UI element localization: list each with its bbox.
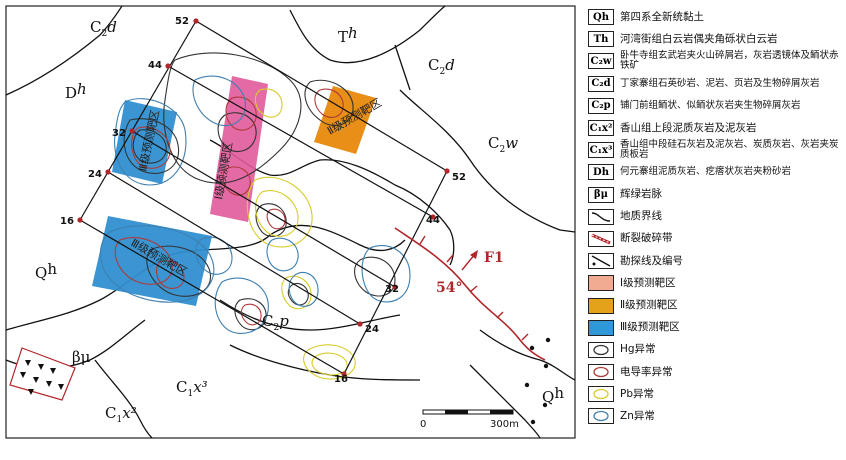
unit-label-c2p: C2p: [262, 312, 289, 333]
fault-dots: [524, 337, 551, 425]
unit-label-diabase: βμ: [72, 348, 91, 366]
legend-text: 断裂破碎带: [620, 232, 673, 245]
scale-bar: 0 300m: [420, 409, 519, 430]
legend-row: C₁x³ 香山组中段硅石灰岩及泥灰岩、炭质灰岩、灰岩夹炭质板岩: [588, 139, 844, 161]
legend-row: 电导率异常: [588, 361, 844, 383]
anomaly-contours: [99, 52, 411, 380]
line-number-32-top: 32: [112, 128, 126, 139]
line-number-24-top: 24: [88, 169, 102, 180]
legend-text: Ⅲ级预测靶区: [620, 321, 680, 334]
fault-dip: 54°: [436, 280, 462, 296]
legend-text: 何元寨组泥质灰岩、疙瘩状灰岩夹粉砂岩: [620, 166, 792, 178]
legend-swatch: C₂p: [588, 97, 614, 114]
legend-text: 第四系全新统黏土: [620, 10, 704, 23]
legend-row: Ⅱ级预测靶区: [588, 294, 844, 316]
legend-text: Ⅱ级预测靶区: [620, 299, 678, 312]
legend-swatch: Qh: [588, 9, 614, 26]
line-number-16-top: 16: [60, 216, 74, 227]
line-number-44-bottom: 44: [426, 215, 440, 226]
rock-unit-labels: C2d Th C2d Dh C2w Qh C2p βμ C1x³ C1x² Qh: [35, 18, 564, 425]
unit-label-c2d-nw: C2d: [90, 18, 117, 39]
legend-text: 河湾街组白云岩偶夹角砾状白云岩: [620, 32, 778, 45]
legend-swatch: [588, 364, 614, 381]
legend-row: C₁x² 香山组上段泥质灰岩及泥灰岩: [588, 117, 844, 139]
diabase-dyke: [9, 347, 76, 401]
legend-text: 辉绿岩脉: [620, 188, 662, 201]
zone-grade2-target: [314, 86, 376, 154]
legend-text: 地质界线: [620, 210, 662, 223]
legend-swatch: [588, 297, 614, 314]
legend-row: Th 河湾街组白云岩偶夹角砾状白云岩: [588, 28, 844, 50]
legend-swatch: Th: [588, 31, 614, 48]
unit-label-c1x3: C1x³: [176, 378, 208, 399]
line-number-52-top: 52: [175, 16, 189, 27]
legend-row: Ⅰ级预测靶区: [588, 272, 844, 294]
map-legend: Qh 第四系全新统黏土 Th 河湾街组白云岩偶夹角砾状白云岩 C₂w 卧牛寺组玄武岩夹火山…: [588, 6, 844, 428]
map-frame: [5, 5, 576, 439]
scale-end: 300m: [490, 419, 519, 430]
legend-text: 香山组中段硅石灰岩及泥灰岩、炭质灰岩、灰岩夹炭质板岩: [620, 139, 839, 161]
legend-row: βμ 辉绿岩脉: [588, 184, 844, 206]
legend-swatch: [588, 386, 614, 403]
exploration-lines: [79, 20, 448, 375]
legend-swatch: βμ: [588, 186, 614, 203]
legend-text: 电导率异常: [620, 365, 673, 378]
unit-label-th: Th: [338, 24, 358, 46]
legend-swatch: [588, 253, 614, 270]
fault-f1: F1 54°: [394, 227, 546, 361]
legend-text: Hg异常: [620, 343, 656, 356]
unit-label-qh-west: Qh: [35, 260, 57, 282]
legend-swatch: C₂d: [588, 75, 614, 92]
zone-grade3-target-north: [112, 100, 177, 184]
fault-name: F1: [484, 250, 504, 266]
line-number-16-bottom: 16: [334, 374, 348, 385]
legend-text: 勘探线及编号: [620, 254, 683, 267]
legend-swatch: Dh: [588, 164, 614, 181]
legend-swatch: C₁x²: [588, 120, 614, 137]
legend-swatch: [588, 341, 614, 358]
line-number-44-top: 44: [148, 60, 162, 71]
scale-start: 0: [420, 419, 426, 430]
legend-swatch: C₂w: [588, 53, 614, 70]
line-number-32-bottom: 32: [385, 284, 399, 295]
legend-row: C₂p 铺门前组鲕状、似鲕状灰岩夹生物碎屑灰岩: [588, 95, 844, 117]
legend-swatch: C₁x³: [588, 142, 614, 159]
geologic-boundaries: [5, 5, 576, 439]
legend-swatch: [588, 230, 614, 247]
unit-label-c1x2: C1x²: [105, 404, 137, 425]
legend-row: C₂d 丁家寨组石英砂岩、泥岩、页岩及生物碎屑灰岩: [588, 73, 844, 95]
legend-row: Dh 何元寨组泥质灰岩、疙瘩状灰岩夹粉砂岩: [588, 161, 844, 183]
legend-text: 丁家寨组石英砂岩、泥岩、页岩及生物碎屑灰岩: [620, 77, 820, 89]
legend-swatch: [588, 208, 614, 225]
legend-row: Hg异常: [588, 339, 844, 361]
legend-text: Pb异常: [620, 387, 654, 400]
legend-text: 香山组上段泥质灰岩及泥灰岩: [620, 121, 757, 134]
legend-swatch: [588, 275, 614, 292]
legend-row: C₂w 卧牛寺组玄武岩夹火山碎屑岩，灰岩透镜体及鲕状赤铁矿: [588, 50, 844, 72]
unit-label-c2d-ne: C2d: [428, 56, 455, 77]
unit-label-qh-east: Qh: [542, 384, 564, 406]
legend-row: Pb异常: [588, 383, 844, 405]
legend-text: Zn异常: [620, 409, 655, 422]
legend-text: Ⅰ级预测靶区: [620, 276, 676, 289]
legend-row: 地质界线: [588, 206, 844, 228]
legend-row: Zn异常: [588, 405, 844, 427]
legend-row: Ⅲ级预测靶区: [588, 317, 844, 339]
legend-text: 卧牛寺组玄武岩夹火山碎屑岩，灰岩透镜体及鲕状赤铁矿: [620, 50, 839, 72]
line-number-24-bottom: 24: [365, 324, 379, 335]
legend-row: Qh 第四系全新统黏土: [588, 6, 844, 28]
legend-text: 铺门前组鲕状、似鲕状灰岩夹生物碎屑灰岩: [620, 99, 801, 111]
legend-row: 勘探线及编号: [588, 250, 844, 272]
line-endpoints: [77, 18, 450, 377]
legend-swatch: [588, 408, 614, 425]
line-number-52-bottom: 52: [452, 172, 466, 183]
legend-swatch: [588, 319, 614, 336]
legend-row: 断裂破碎带: [588, 228, 844, 250]
unit-label-dh: Dh: [65, 80, 87, 102]
unit-label-c2w: C2w: [488, 134, 518, 155]
